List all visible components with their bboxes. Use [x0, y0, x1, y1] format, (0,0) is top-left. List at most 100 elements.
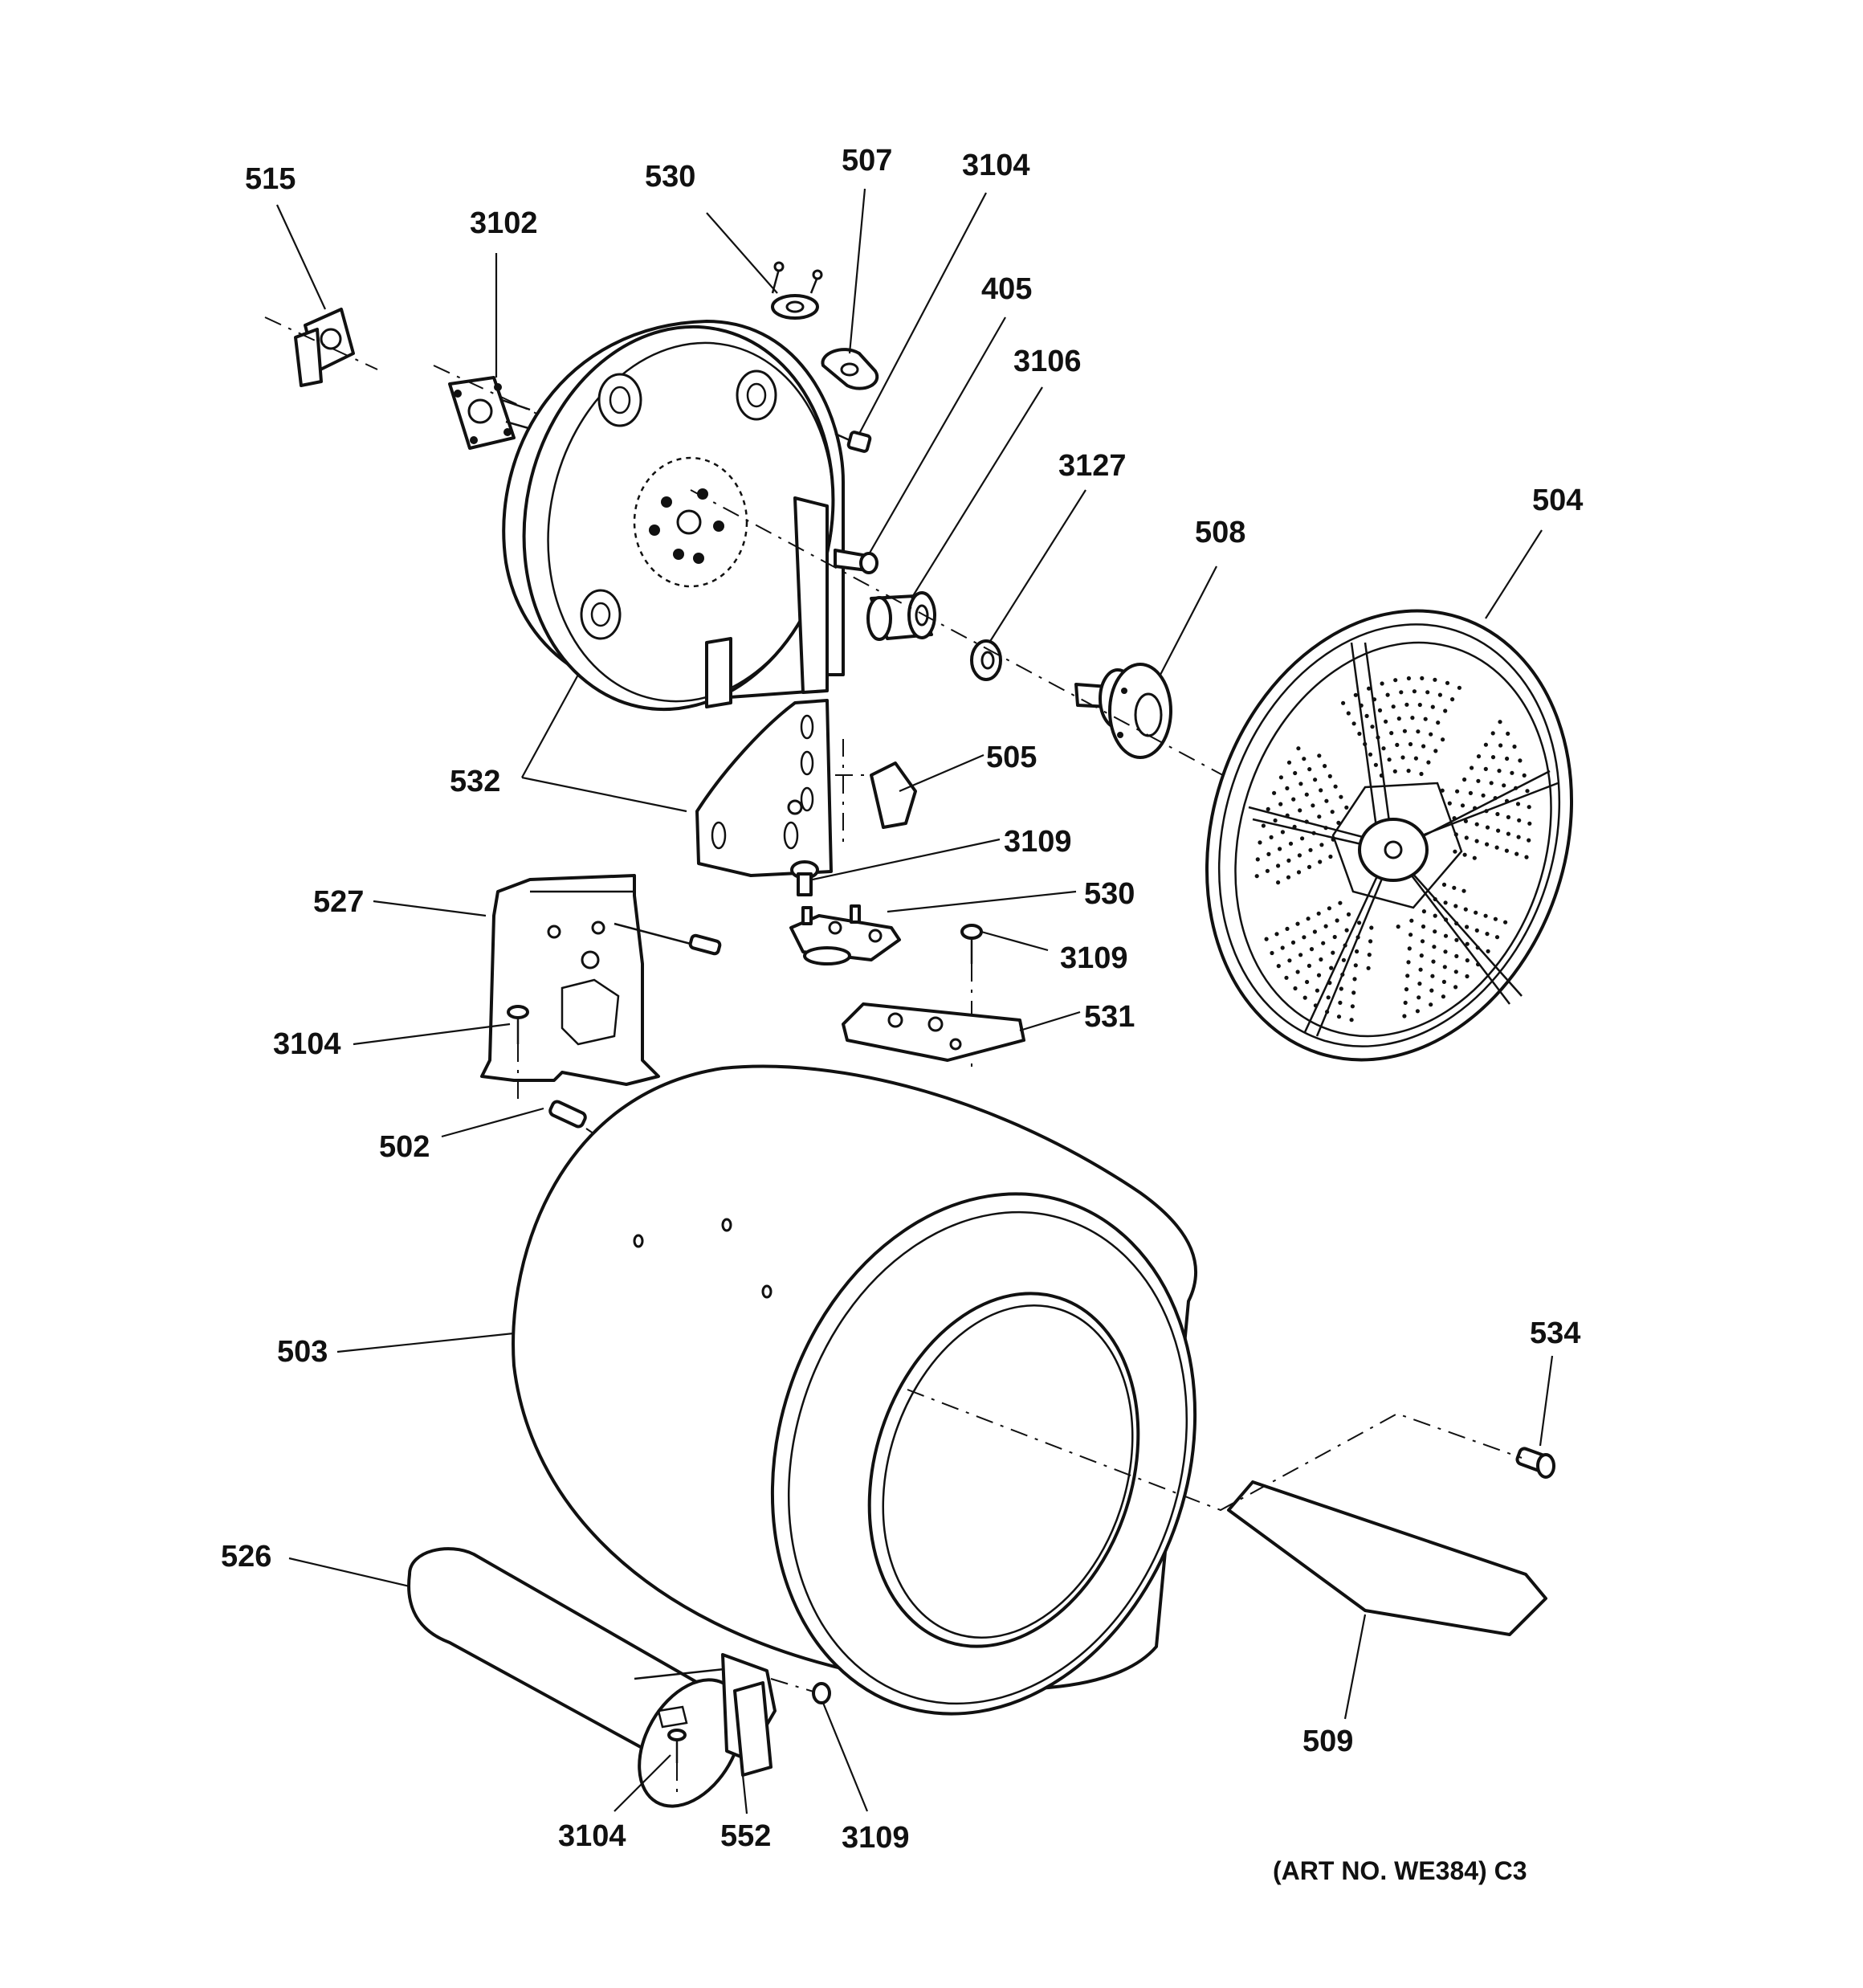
part-3109-screw-bottom[interactable]	[770, 1678, 831, 1704]
perforation-dot	[1291, 797, 1296, 802]
perforation-dot	[1308, 847, 1313, 852]
perforation-dot	[1433, 749, 1438, 753]
label-527: 527	[313, 885, 364, 919]
label-3104-bottom: 3104	[558, 1819, 626, 1853]
perforation-dot	[1255, 857, 1260, 862]
part-534-screw[interactable]	[1515, 1447, 1555, 1479]
label-3106: 3106	[1013, 345, 1082, 378]
part-3104-screw-top[interactable]	[834, 431, 872, 453]
perforation-dot	[1278, 847, 1282, 851]
perforation-dot	[1326, 995, 1331, 1000]
perforation-dot	[1369, 925, 1374, 930]
perforation-dot	[1433, 896, 1437, 902]
part-3104-screw-left[interactable]	[507, 1005, 529, 1100]
perforation-dot	[1413, 756, 1418, 761]
perforation-dot	[1483, 913, 1488, 918]
part-531-mounting-plate[interactable]	[842, 1002, 1025, 1062]
perforation-dot	[1485, 932, 1490, 937]
perforation-dot	[1525, 789, 1530, 794]
perforation-dot	[1368, 939, 1373, 944]
perforation-dot	[1518, 758, 1523, 763]
perforation-dot	[1474, 839, 1479, 843]
perforation-dot	[1287, 958, 1292, 963]
perforation-dot	[1302, 935, 1307, 940]
perforation-dot	[1425, 690, 1430, 695]
perforation-dot	[1443, 949, 1448, 954]
part-505-gasket[interactable]	[835, 761, 917, 829]
perforation-dot	[1493, 796, 1498, 801]
perforation-dot	[1346, 912, 1351, 916]
perforation-dot	[1465, 974, 1470, 979]
label-508: 508	[1195, 516, 1245, 549]
perforation-dot	[1274, 932, 1279, 937]
perforation-dot	[1443, 933, 1449, 938]
part-532-rear-bulkhead[interactable]	[489, 298, 867, 877]
perforation-dot	[1319, 957, 1323, 962]
label-531: 531	[1084, 1000, 1135, 1034]
perforation-dot	[1290, 940, 1296, 945]
perforation-dot	[1399, 690, 1404, 695]
perforation-dot	[1417, 702, 1422, 708]
perforation-dot	[1472, 855, 1477, 860]
perforation-dot	[1465, 941, 1470, 946]
part-530-thermostat-top[interactable]	[771, 261, 823, 320]
part-3104-screw-bottom[interactable]	[667, 1729, 687, 1799]
perforation-dot	[1476, 778, 1481, 783]
perforation-dot	[1336, 1014, 1342, 1019]
perforation-dot	[1421, 744, 1426, 749]
part-3127-washer[interactable]	[970, 639, 1002, 681]
perforation-dot	[1327, 906, 1331, 911]
perforation-dot	[1416, 729, 1421, 734]
part-530-thermostat-mid[interactable]	[789, 904, 901, 965]
perforation-dot	[1483, 742, 1488, 747]
perforation-dot	[1307, 767, 1312, 772]
part-503-drum[interactable]	[512, 1064, 1260, 1770]
part-504-drum-back[interactable]	[1151, 563, 1629, 1108]
perforation-dot	[1298, 782, 1303, 786]
perforation-dot	[1276, 863, 1281, 868]
perforation-dot	[1265, 868, 1270, 873]
label-3127: 3127	[1058, 449, 1127, 483]
perforation-dot	[1517, 818, 1522, 823]
perforation-dot	[1357, 921, 1362, 925]
perforation-dot	[1514, 786, 1519, 790]
leader-lines	[276, 188, 1554, 1815]
perforation-dot	[1460, 803, 1466, 808]
part-508-drum-shaft[interactable]	[1074, 663, 1172, 759]
perforation-dot	[1522, 773, 1527, 778]
perforation-dot	[1286, 875, 1291, 880]
baffle-axis-line	[907, 1389, 1523, 1512]
perforation-dot	[1510, 770, 1514, 775]
perforation-dot	[1280, 945, 1285, 950]
perforation-dot	[1457, 685, 1461, 690]
perforation-dot	[1332, 934, 1337, 940]
perforation-dot	[1476, 962, 1481, 967]
label-3109-bottom: 3109	[842, 1821, 910, 1855]
perforation-dot	[1429, 1002, 1433, 1007]
perforation-dot	[1430, 974, 1435, 978]
perforation-dot	[1373, 762, 1378, 767]
perforation-dot	[1405, 974, 1410, 978]
part-3106-bearing-sleeve[interactable]	[866, 591, 936, 641]
perforation-dot	[1353, 963, 1358, 968]
part-552-heater-bracket[interactable]	[733, 1681, 773, 1777]
perforation-dot	[1506, 814, 1510, 820]
part-509-baffle[interactable]	[1227, 1480, 1547, 1636]
part-507-thermal-fuse[interactable]	[821, 348, 879, 390]
perforation-dot	[1276, 964, 1281, 969]
part-3109-screw-mid[interactable]	[790, 860, 819, 896]
part-3102-bearing-plate[interactable]	[433, 365, 555, 450]
part-527-motor-mount[interactable]	[480, 874, 722, 1086]
perforation-dot	[1441, 979, 1446, 984]
perforation-dot	[1295, 970, 1300, 974]
perforation-dot	[1443, 900, 1448, 905]
part-526-heater-housing[interactable]	[407, 1547, 777, 1824]
perforation-dot	[1331, 837, 1335, 842]
perforation-dot	[1384, 719, 1388, 724]
part-515-bracket[interactable]	[264, 308, 378, 387]
perforation-dot	[1417, 982, 1422, 986]
perforation-dot	[1498, 720, 1502, 725]
perforation-dot	[1302, 757, 1307, 761]
perforation-dot	[1313, 778, 1318, 782]
perforation-dot	[1515, 802, 1521, 806]
